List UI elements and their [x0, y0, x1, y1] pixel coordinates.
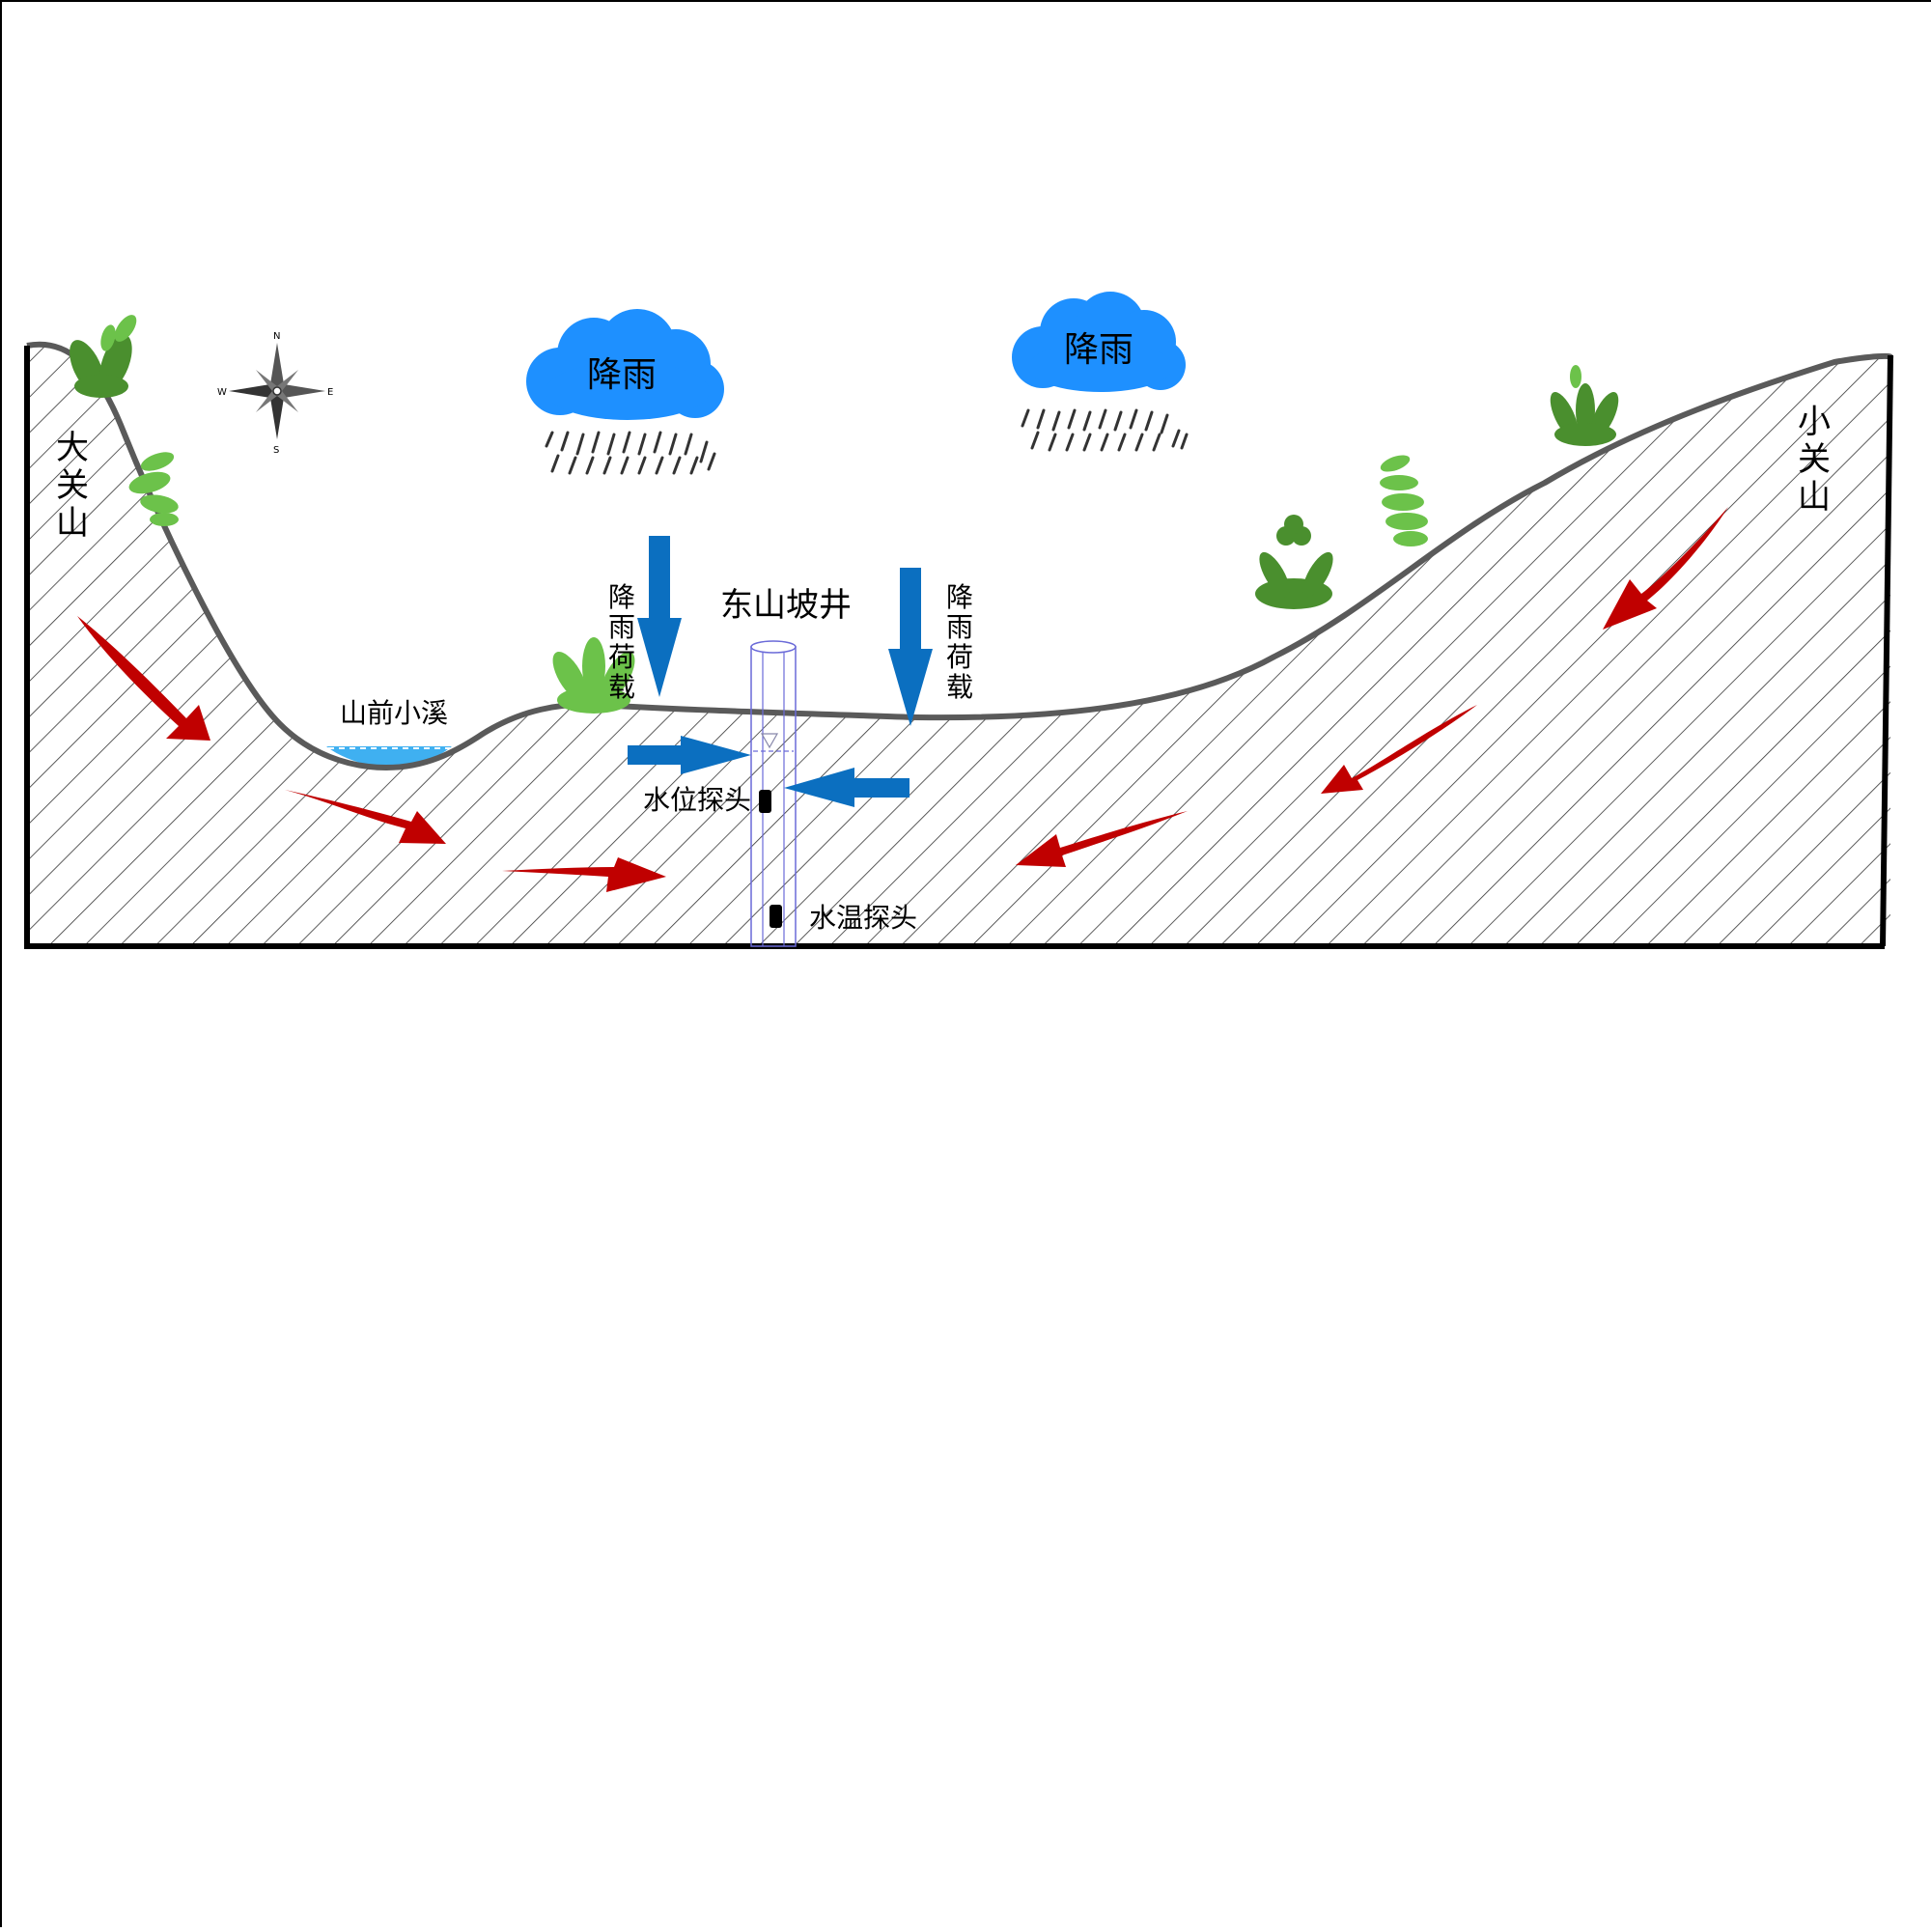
compass-n: N [273, 331, 280, 342]
label-water-temp-probe: 水温探头 [809, 902, 917, 934]
well [750, 640, 797, 947]
groundwater-inflow-arrows [628, 736, 910, 807]
cloud-rain-icon-2 [1012, 292, 1189, 452]
label-left-mountain: 大关山 [56, 429, 89, 543]
section-frame [24, 346, 1893, 949]
compass-w: W [217, 387, 227, 398]
label-water-level-probe: 水位探头 [643, 784, 751, 816]
compass-rose-icon: N S E W [217, 331, 333, 456]
label-stream: 山前小溪 [340, 697, 448, 729]
water-level-marker [760, 733, 779, 749]
label-rain-load-1: 降雨荷载 [608, 581, 635, 703]
label-right-mountain: 小关山 [1798, 403, 1831, 517]
label-rain-2: 降雨 [1064, 330, 1133, 370]
water-level-probe [759, 790, 771, 813]
plant-icon [70, 315, 1619, 714]
ground-surface-line [26, 341, 1894, 771]
compass-s: S [273, 445, 279, 456]
labels: 大关山 小关山 山前小溪 东山坡井 降雨 降雨 降雨荷载 降雨荷载 水位探头 水… [56, 330, 1831, 934]
label-rain-load-2: 降雨荷载 [946, 581, 973, 703]
cloud-rain-icon [526, 309, 724, 475]
water-temp-probe [770, 905, 782, 928]
compass-e: E [327, 387, 333, 398]
label-well: 东山坡井 [720, 586, 852, 625]
rain-load-arrows [637, 536, 933, 726]
label-rain-1: 降雨 [587, 355, 657, 395]
flow-arrows [77, 507, 1728, 892]
